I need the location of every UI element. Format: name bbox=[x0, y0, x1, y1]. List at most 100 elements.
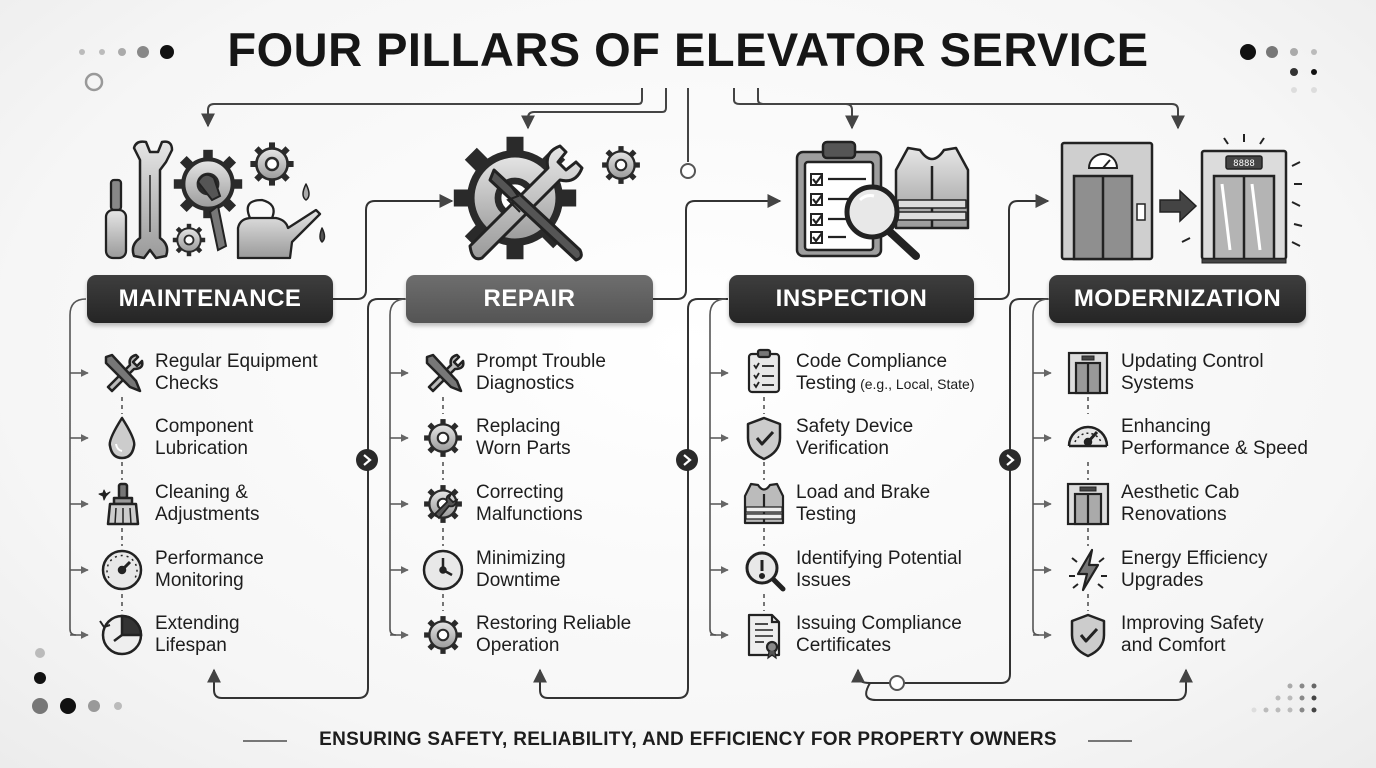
flow-connectors bbox=[333, 194, 1050, 300]
pillar-item-line1: Identifying Potential bbox=[796, 548, 962, 569]
pillar-label-inspection: INSPECTION bbox=[729, 275, 974, 323]
lifespan-clock-icon bbox=[99, 614, 143, 656]
decorative-dots-top-right bbox=[1240, 44, 1317, 93]
decorative-dots-top-left bbox=[79, 45, 174, 92]
page-title: FOUR PILLARS OF ELEVATOR SERVICE bbox=[227, 23, 1149, 76]
pillar-item-line1: Replacing bbox=[476, 416, 561, 437]
pillar-item-line1: Energy Efficiency bbox=[1121, 548, 1268, 569]
tools-icon bbox=[104, 353, 144, 393]
oil-can-icon bbox=[236, 183, 326, 260]
elevator-cab-icon bbox=[1066, 482, 1110, 526]
pillar-item-line1: Prompt Trouble bbox=[476, 351, 606, 372]
pillar-item-line1: Extending bbox=[155, 613, 240, 634]
decorative-dots-bottom-right bbox=[1251, 683, 1317, 713]
pillar-label-modernization: MODERNIZATION bbox=[1049, 275, 1306, 323]
pillar-item-line2: Systems bbox=[1121, 373, 1194, 394]
lightning-icon bbox=[1069, 548, 1107, 592]
new-elevator-icon bbox=[1181, 134, 1303, 264]
title-connector-node bbox=[680, 163, 696, 179]
pillar-item-line2: Worn Parts bbox=[476, 438, 571, 459]
gear-icon bbox=[424, 419, 462, 457]
pillar-item-line2: and Comfort bbox=[1121, 635, 1226, 656]
clock-icon bbox=[422, 549, 464, 591]
brush-icon bbox=[98, 482, 140, 526]
pillar-label-repair: REPAIR bbox=[406, 275, 653, 323]
arrow-right-icon bbox=[1159, 189, 1198, 223]
pillar-item-line2: Downtime bbox=[476, 570, 561, 591]
pillar-item-line2: Testing bbox=[796, 504, 857, 525]
pillar-item-line2: Lifespan bbox=[155, 635, 227, 656]
pillar-item-line1: Aesthetic Cab bbox=[1121, 482, 1240, 503]
pillar-item-line2: Malfunctions bbox=[476, 504, 583, 525]
pillar-item-line1: Minimizing bbox=[476, 548, 566, 569]
footer-tagline: ENSURING SAFETY, RELIABILITY, AND EFFICI… bbox=[319, 729, 1057, 750]
speedometer-icon bbox=[1067, 425, 1109, 448]
wrench-icon bbox=[131, 140, 174, 260]
shield-check-icon bbox=[1070, 613, 1106, 658]
footer-divider-left bbox=[243, 740, 287, 742]
pillar-item-line2: Certificates bbox=[796, 635, 892, 656]
pillar-item-line2: Adjustments bbox=[155, 504, 260, 525]
pillar-item-line1: Updating Control bbox=[1121, 351, 1264, 372]
pillar-item-line2: Renovations bbox=[1121, 504, 1227, 525]
pillar-label-maintenance: MAINTENANCE bbox=[87, 275, 333, 323]
pillar-item-line1: Improving Safety bbox=[1121, 613, 1264, 634]
pillar-item-line2: Lubrication bbox=[155, 438, 248, 459]
pillar-item-line2: Monitoring bbox=[155, 570, 244, 591]
certificate-icon bbox=[747, 613, 781, 660]
safety-vest-icon bbox=[743, 482, 785, 525]
safety-vest-icon bbox=[894, 146, 970, 230]
pillar-item-line2: Performance & Speed bbox=[1121, 438, 1308, 459]
control-panel-icon bbox=[1067, 351, 1109, 395]
pillar-item-line2: Verification bbox=[796, 438, 889, 459]
old-elevator-icon bbox=[1060, 141, 1154, 261]
pillar-item-line2: Operation bbox=[476, 635, 560, 656]
pillar-item-line1: Restoring Reliable bbox=[476, 613, 632, 634]
pillar-item-line1: Component bbox=[155, 416, 254, 437]
pillar-item-line2: Testing (e.g., Local, State) bbox=[796, 373, 975, 394]
gear-icon bbox=[424, 616, 462, 654]
oil-drop-icon bbox=[108, 416, 136, 460]
title-connectors bbox=[201, 88, 1185, 162]
pillar-item-line2: Issues bbox=[796, 570, 851, 591]
pillar-item-line1: Load and Brake bbox=[796, 482, 931, 503]
decorative-dots-bottom-left bbox=[32, 648, 122, 714]
magnifier-alert-icon bbox=[745, 551, 786, 592]
screwdriver-icon bbox=[104, 178, 128, 260]
item-brackets bbox=[69, 298, 1089, 639]
pillar-item-line2: Checks bbox=[155, 373, 219, 394]
tools-icon bbox=[425, 353, 465, 393]
return-connectors bbox=[207, 298, 1193, 701]
elevator-display-text: 8888 bbox=[1233, 159, 1255, 169]
gears-icon bbox=[173, 142, 294, 256]
pillar-item-note: (e.g., Local, State) bbox=[856, 376, 975, 392]
pillar-item-line1: Correcting bbox=[476, 482, 564, 503]
gauge-icon bbox=[101, 549, 143, 591]
pillar-item-line1: Issuing Compliance bbox=[796, 613, 962, 634]
flow-chevrons bbox=[356, 449, 1021, 471]
pillar-item: Cleaning &Adjustments bbox=[155, 482, 385, 526]
pillar-item-line1: Safety Device bbox=[796, 416, 914, 437]
gear-wrench-icon bbox=[424, 485, 462, 523]
pillar-item-line1: Performance bbox=[155, 548, 264, 569]
checklist-icon bbox=[747, 348, 781, 394]
shield-check-icon bbox=[746, 416, 782, 461]
pillar-item-line1: Enhancing bbox=[1121, 416, 1211, 437]
pillar-item-line1: Cleaning & bbox=[155, 482, 248, 503]
pillar-item-line1: Regular Equipment bbox=[155, 351, 318, 372]
